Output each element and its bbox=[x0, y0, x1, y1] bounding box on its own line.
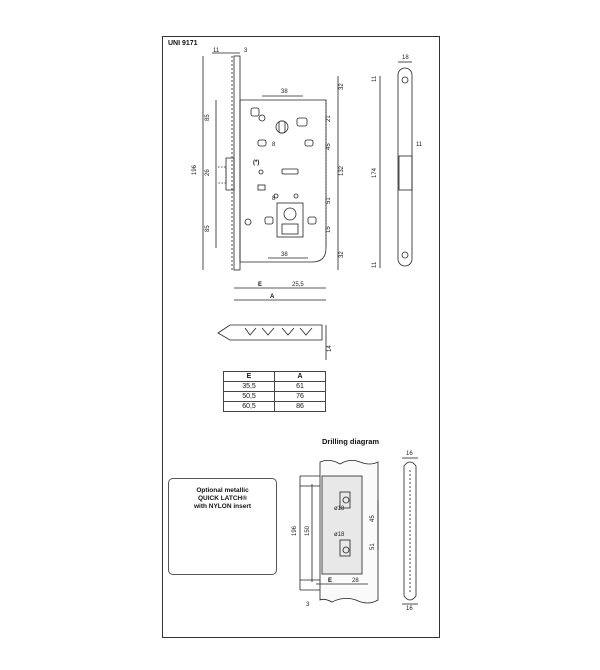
dim-85-bot: 85 bbox=[205, 225, 211, 232]
dim-25-5: 25,5 bbox=[292, 282, 304, 288]
quick-latch-line-2: QUICK LATCH® bbox=[197, 495, 248, 502]
table-cell: 60,5 bbox=[223, 401, 275, 412]
table-cell: 35,5 bbox=[223, 381, 275, 392]
dim-45: 45 bbox=[326, 143, 332, 150]
table-row: 60,5 86 bbox=[223, 401, 326, 412]
drill-dim-18-top: ø18 bbox=[334, 506, 345, 512]
faceplate-dim-174: 174 bbox=[372, 167, 378, 178]
drill-dim-16-top: 16 bbox=[406, 451, 413, 457]
dim-38-bot: 38 bbox=[281, 252, 288, 258]
faceplate-dim-11-top: 11 bbox=[372, 75, 378, 82]
drill-dim-e: E bbox=[328, 578, 332, 584]
quick-latch-line-1: Optional metallic bbox=[196, 487, 249, 494]
drilling-diagram-title: Drilling diagram bbox=[322, 437, 380, 446]
quick-latch-box: Optional metallic QUICK LATCH® with NYLO… bbox=[168, 478, 277, 575]
dim-15: 15 bbox=[326, 226, 332, 233]
dim-top-3: 3 bbox=[244, 48, 248, 54]
product-code: UNI 9171 bbox=[168, 40, 198, 47]
drill-dim-150: 150 bbox=[305, 525, 311, 536]
faceplate-dim-11-mid: 11 bbox=[416, 142, 423, 148]
dim-85-top: 85 bbox=[205, 114, 211, 121]
dim-196: 196 bbox=[192, 164, 198, 175]
drill-dim-45: 45 bbox=[370, 515, 376, 522]
dim-26: 26 bbox=[205, 169, 211, 176]
faceplate-dim-18: 18 bbox=[402, 55, 409, 61]
table-cell: 50,5 bbox=[223, 391, 275, 402]
table-cell: 86 bbox=[274, 401, 326, 412]
latch-dim-14: 14 bbox=[327, 345, 333, 352]
table-cell: 76 bbox=[274, 391, 326, 402]
dim-e: E bbox=[258, 282, 262, 288]
table-row: 35,5 61 bbox=[223, 381, 326, 392]
quick-latch-caption: Optional metallic QUICK LATCH® with NYLO… bbox=[169, 487, 276, 511]
drill-dim-3: 3 bbox=[306, 602, 310, 608]
drill-dim-16-bot: 16 bbox=[406, 606, 413, 612]
dim-top-11: 11 bbox=[213, 48, 220, 54]
faceplate-dim-11-bot: 11 bbox=[372, 261, 378, 268]
dim-32-top: 32 bbox=[339, 83, 345, 90]
dim-51: 51 bbox=[326, 197, 332, 204]
dim-21: 21 bbox=[326, 115, 332, 122]
quick-latch-line-3: with NYLON insert bbox=[193, 503, 252, 510]
dim-132: 132 bbox=[339, 165, 345, 176]
dim-38-top: 38 bbox=[281, 89, 288, 95]
dim-8-top: 8 bbox=[272, 142, 276, 148]
star-note: (*) bbox=[253, 160, 259, 166]
table-header-e: E bbox=[223, 371, 275, 382]
drill-dim-196: 196 bbox=[292, 525, 298, 536]
table-row: 50,5 76 bbox=[223, 391, 326, 402]
table-header-a: A bbox=[274, 371, 326, 382]
drill-dim-18-bot: ø18 bbox=[334, 532, 345, 538]
table-cell: 61 bbox=[274, 381, 326, 392]
dim-8-bot: 8 bbox=[272, 196, 276, 202]
dim-32-bot: 32 bbox=[339, 251, 345, 258]
drill-dim-51: 51 bbox=[370, 543, 376, 550]
drill-dim-28: 28 bbox=[352, 578, 359, 584]
e-a-table: E A 35,5 61 50,5 76 60,5 86 bbox=[223, 371, 326, 412]
dim-a: A bbox=[270, 294, 275, 300]
